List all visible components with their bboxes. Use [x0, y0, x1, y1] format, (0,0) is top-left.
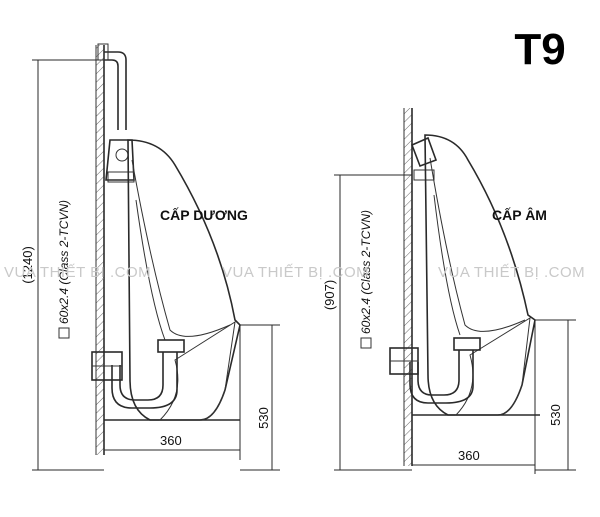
- depth-dimension-label: 360: [160, 433, 182, 448]
- rim-height-dimension-label: 530: [256, 407, 271, 429]
- watermark-text: VUA THIẾT BỊ .COM: [438, 264, 585, 281]
- dimension-rim-height: [240, 324, 280, 471]
- dimension-total-height: [334, 174, 412, 471]
- watermark-text: VUA THIẾT BỊ .COM: [4, 264, 151, 281]
- wall: [96, 45, 104, 455]
- watermark-row: VUA THIẾT BỊ .COM VUA THIẾT BỊ .COM VUA …: [4, 264, 585, 281]
- diagram-concealed-supply: (907) 60x2.4 (Class 2-TCVN) 360 530 CẤP …: [322, 108, 576, 474]
- watermark-text: VUA THIẾT BỊ .COM: [222, 264, 369, 281]
- pipe-spec-label: 60x2.4 (Class 2-TCVN): [57, 200, 71, 324]
- dimension-depth: [412, 320, 536, 474]
- dimension-rim-height: [535, 319, 576, 471]
- flush-valve: [105, 139, 135, 183]
- model-title: T9: [514, 25, 565, 74]
- diagram-exposed-supply: (1240) 60x2.4 (Class 2-TCVN) 360 530 CẤP…: [20, 43, 280, 471]
- height-dimension-label: (907): [322, 280, 337, 310]
- diagram-label: CẤP DƯƠNG: [160, 207, 248, 223]
- height-dimension-label: (1240): [20, 246, 35, 284]
- urinal-body: [127, 139, 241, 421]
- rim-height-dimension-label: 530: [548, 404, 563, 426]
- drain-trap: [91, 339, 185, 409]
- drain-trap: [389, 337, 481, 404]
- dimension-depth: [104, 325, 241, 460]
- diagram-label: CẤP ÂM: [492, 206, 547, 223]
- dimension-total-height: [32, 59, 104, 471]
- depth-dimension-label: 360: [458, 448, 480, 463]
- wall: [404, 108, 412, 466]
- pipe-spec-label: 60x2.4 (Class 2-TCVN): [359, 210, 373, 334]
- flush-valve: [410, 136, 438, 181]
